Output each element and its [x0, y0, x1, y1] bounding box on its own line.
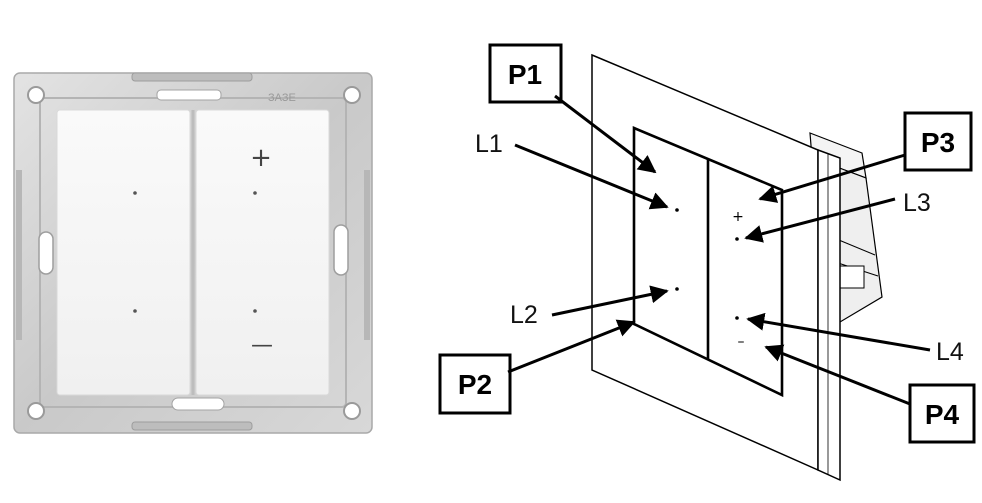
diagram-dot-l2	[675, 287, 679, 291]
callout-p4-label: P4	[925, 399, 960, 430]
callout-l3-label: L3	[903, 189, 931, 217]
top-slot	[131, 72, 253, 82]
callout-p4-box	[908, 383, 976, 444]
side-clip-right	[333, 224, 349, 276]
side-rail-right	[364, 170, 370, 340]
line-diagram: + – P1 L1 L2 P2 P3 L3 L4 P4	[438, 43, 976, 482]
minus-symbol: —	[251, 333, 273, 358]
diagram-dot-l1	[675, 208, 679, 212]
callout-l2-label: L2	[510, 301, 538, 329]
brand-mark: ЗАЗЕ	[268, 92, 296, 104]
callout-l3-arrow	[744, 197, 896, 243]
callout-l1-label: L1	[475, 130, 503, 158]
callout-p2-label: P2	[458, 369, 492, 400]
callout-l2-arrow	[551, 285, 669, 317]
callout-p1-arrow	[554, 94, 657, 174]
diagram-dot-l3	[735, 237, 739, 241]
frame-plate-edge	[817, 148, 841, 482]
back-box-detail-1	[833, 237, 876, 256]
diagram-dot-l4	[735, 316, 739, 320]
indicator-dot-left-top	[133, 191, 137, 195]
corner-hole-bottom-left	[27, 402, 45, 420]
callout-p2-box	[438, 353, 512, 415]
callout-p1-label: P1	[508, 59, 542, 90]
corner-hole-bottom-right	[343, 402, 361, 420]
callout-p4-arrow	[764, 344, 911, 406]
dimmer-photo: ЗАЗЕ + —	[13, 72, 373, 434]
top-slot-inner	[156, 89, 222, 101]
side-clip-left	[38, 231, 54, 275]
indicator-dot-left-bottom	[133, 309, 137, 313]
bottom-slot-inner	[171, 397, 225, 411]
callout-p3-arrow	[758, 153, 906, 203]
indicator-dot-right-top	[253, 191, 257, 195]
callout-p1-box	[488, 43, 563, 104]
corner-hole-top-right	[343, 86, 361, 104]
plus-symbol: +	[250, 143, 272, 173]
corner-hole-top-left	[27, 86, 45, 104]
callout-p2-arrow	[507, 319, 636, 374]
right-rocker-key	[195, 109, 330, 396]
callout-p3-label: P3	[921, 127, 955, 158]
left-rocker-key	[56, 109, 191, 396]
side-rail-left	[16, 170, 22, 340]
diagram-plus-symbol: +	[732, 209, 744, 225]
callout-l4-arrow	[746, 312, 931, 352]
indicator-dot-right-bottom	[253, 309, 257, 313]
callout-l4-label: L4	[936, 338, 964, 366]
callout-l1-arrow	[514, 143, 669, 210]
callout-p3-box	[903, 111, 973, 172]
diagram-minus-symbol: –	[738, 334, 745, 350]
bottom-slot	[131, 421, 253, 431]
